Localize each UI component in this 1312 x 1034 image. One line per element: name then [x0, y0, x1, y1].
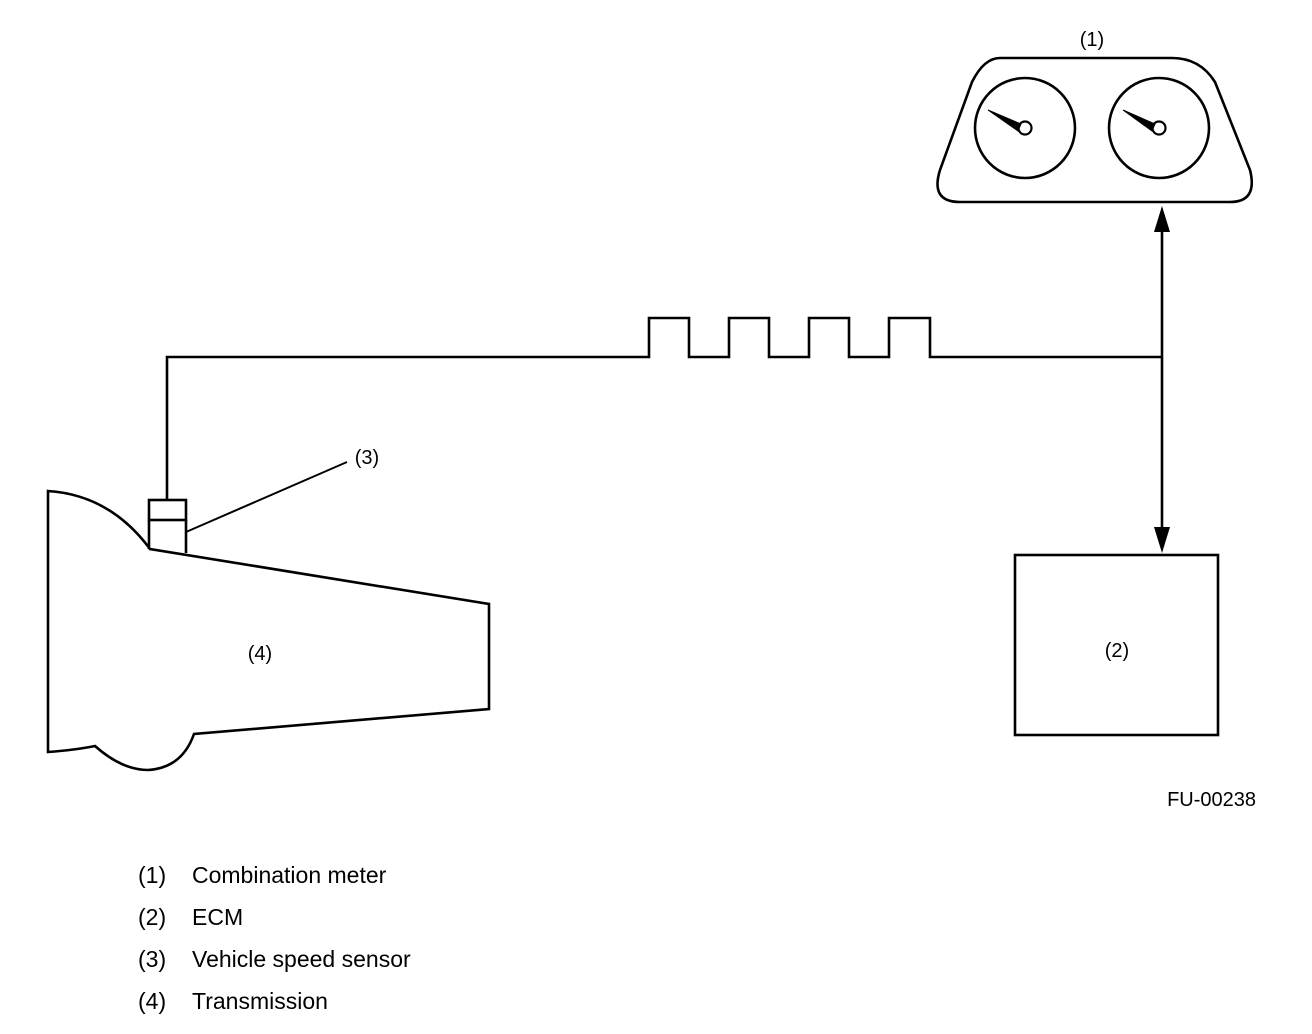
legend: (1) Combination meter (2) ECM (3) Vehicle s… — [138, 857, 838, 1025]
pulse-signal-wire — [165, 316, 1162, 500]
legend-number: (4) — [138, 988, 167, 1014]
legend-number: (1) — [138, 862, 167, 888]
sensor-leader-line — [185, 461, 348, 533]
legend-item: (2) ECM — [138, 899, 838, 941]
legend-number: (2) — [138, 904, 167, 930]
callout-sensor: (3) — [355, 447, 379, 469]
legend-item: (3) Vehicle speed sensor — [138, 941, 838, 983]
legend-item: (1) Combination meter — [138, 857, 838, 899]
legend-item: (4) Transmission — [138, 983, 838, 1025]
callout-ecm: (2) — [1105, 640, 1129, 662]
ecm-box — [1013, 553, 1220, 737]
legend-label: Vehicle speed sensor — [192, 946, 411, 972]
right-gauge-icon — [1107, 76, 1211, 180]
callout-transmission: (4) — [248, 643, 272, 665]
combination-meter-housing — [936, 56, 1254, 204]
legend-number: (3) — [138, 946, 167, 972]
left-gauge-icon — [973, 76, 1077, 180]
transmission-body — [46, 489, 491, 772]
callout-meter: (1) — [1080, 29, 1104, 51]
legend-label: Combination meter — [192, 862, 387, 888]
combination-meter — [936, 56, 1254, 204]
bidirectional-arrow — [1154, 206, 1170, 553]
legend-label: Transmission — [192, 988, 328, 1014]
legend-label: ECM — [192, 904, 244, 930]
figure-code: FU-00238 — [1167, 789, 1256, 811]
up-arrowhead-icon — [1154, 206, 1170, 232]
down-arrowhead-icon — [1154, 527, 1170, 553]
vehicle-speed-sensor — [147, 498, 188, 553]
